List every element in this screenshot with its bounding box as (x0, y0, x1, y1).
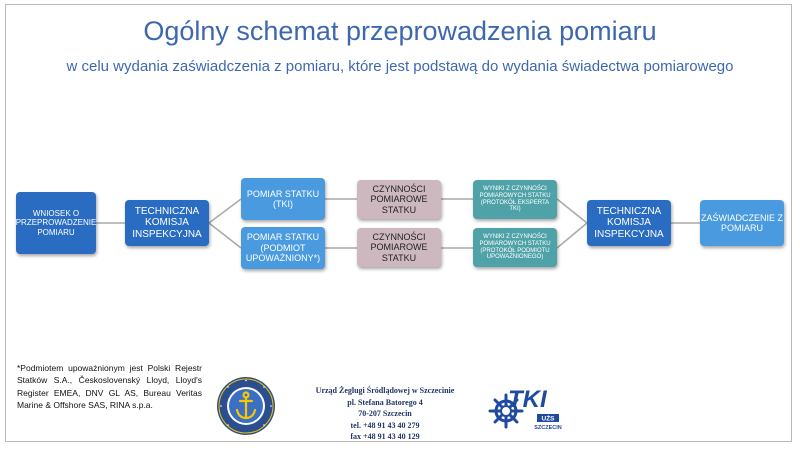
node-czynnosci-1: CZYNNOŚCI POMIAROWE STATKU (357, 180, 441, 219)
node-czynnosci-2: CZYNNOŚCI POMIAROWE STATKU (357, 228, 441, 267)
footnote: *Podmiotem upoważnionym jest Polski Reje… (17, 363, 202, 410)
address-line: tel. +48 91 43 40 279 (350, 420, 420, 430)
node-wniosek: WNIOSEK O PRZEPROWADZENIE POMIARU (16, 192, 96, 254)
connector-line (556, 222, 588, 249)
szczecin-logo-text: SZCZECIN (534, 425, 562, 431)
address-line: fax +48 91 43 40 129 (350, 432, 420, 442)
node-zaswiadczenie: ZAŚWIADCZENIE Z POMIARU (700, 200, 784, 246)
node-pomiar-tki: POMIAR STATKU (TKI) (241, 178, 325, 220)
address-block: Urząd Żeglugi Śródlądowej w Szczecinie p… (300, 385, 470, 443)
tki-logo-icon: TKI UŻS SZCZECIN (486, 381, 566, 442)
address-line: 70-207 Szczecin (358, 409, 412, 419)
page-subtitle: w celu wydania zaświadczenia z pomiaru, … (66, 58, 734, 75)
uzs-logo-text: UŻS (542, 415, 556, 423)
address-line: Urząd Żeglugi Śródlądowej w Szczecinie (315, 386, 455, 395)
tki-logo-text: TKI (508, 386, 548, 413)
connector-line (556, 198, 588, 224)
node-komisja-2: TECHNICZNA KOMISJA INSPEKCYJNA (587, 200, 671, 246)
page-title: Ogólny schemat przeprowadzenia pomiaru (143, 16, 657, 46)
connector-line (208, 198, 242, 224)
anchor-seal-icon (216, 376, 276, 441)
address-line: pl. Stefana Batorego 4 (347, 397, 423, 407)
node-wyniki-2: WYNIKI Z CZYNNOŚCI POMIAROWYCH STATKU (P… (473, 228, 557, 267)
node-komisja-1: TECHNICZNA KOMISJA INSPEKCYJNA (125, 200, 209, 246)
node-pomiar-upowazniony: POMIAR STATKU (PODMIOT UPOWAŻNIONY*) (241, 227, 325, 269)
node-wyniki-1: WYNIKI Z CZYNNOŚCI POMIAROWYCH STATKU (P… (473, 180, 557, 219)
connector-line (208, 222, 242, 249)
